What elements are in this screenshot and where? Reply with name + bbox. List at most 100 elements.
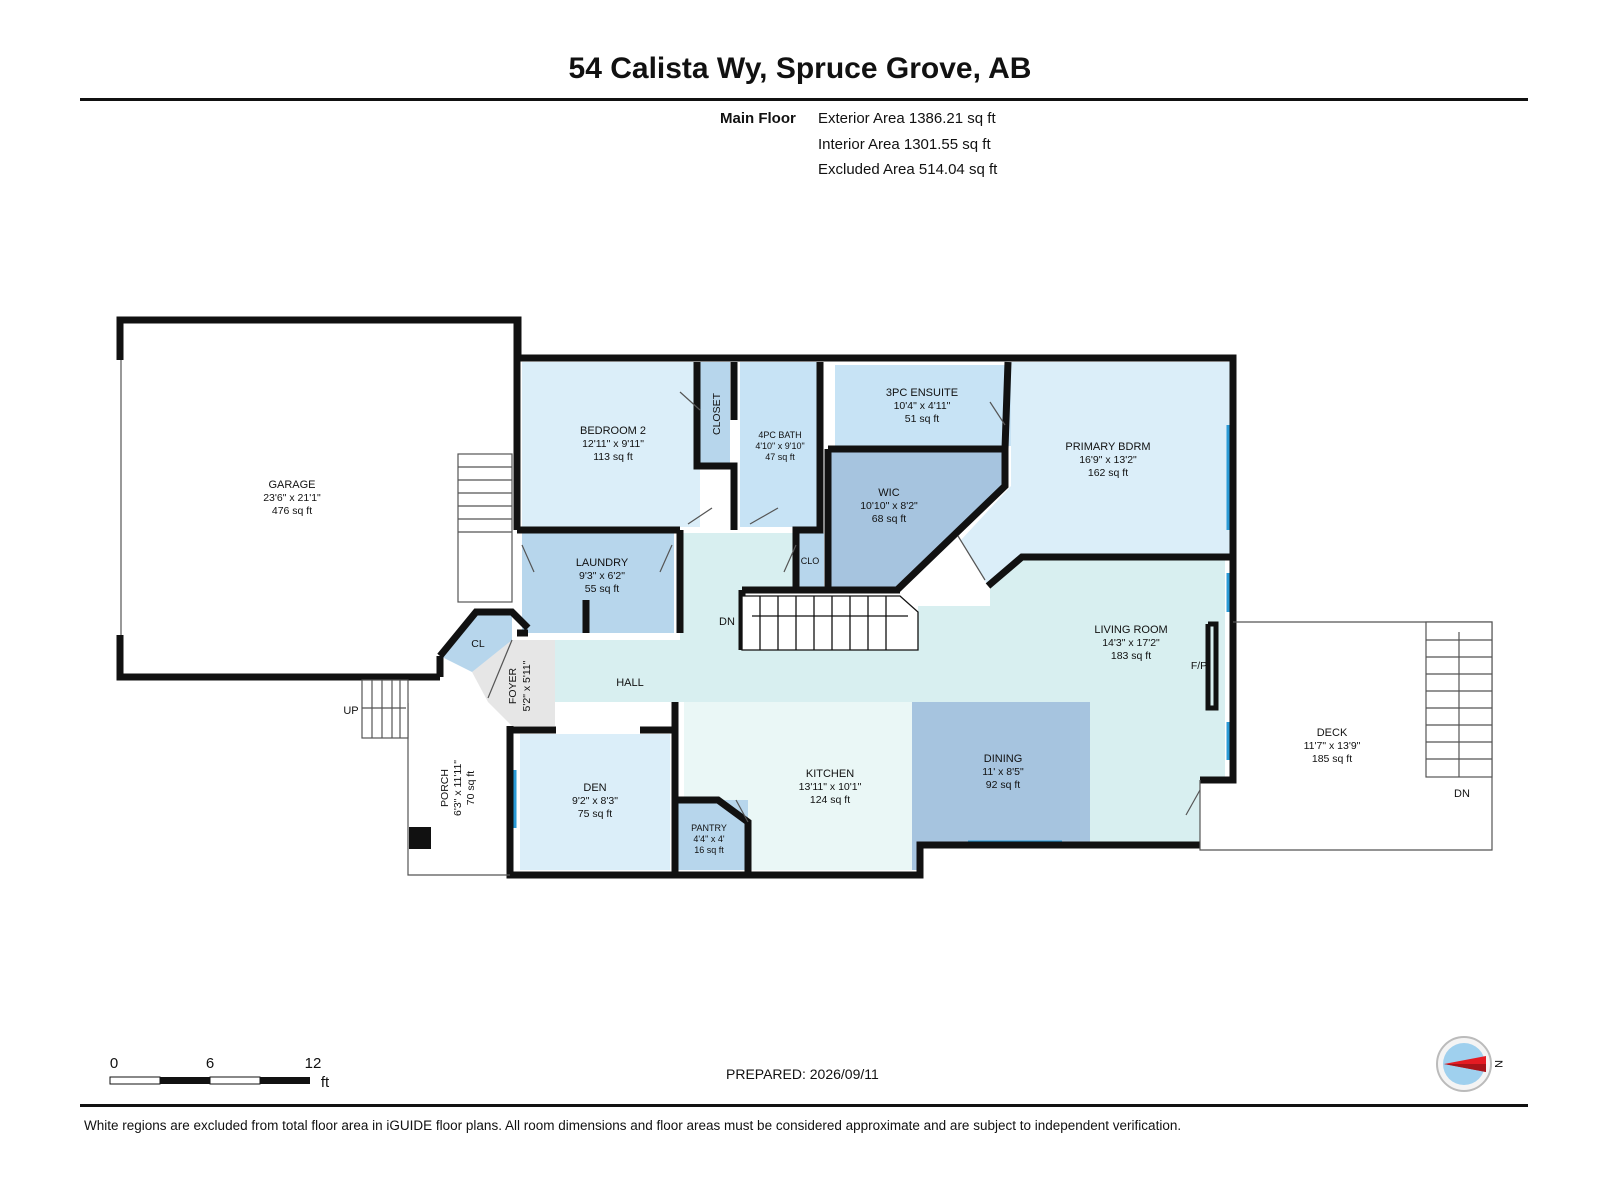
laundry-fill: [522, 533, 674, 633]
room-labels: GARAGE 23'6" x 21'1" 476 sq ft BEDROOM 2…: [263, 387, 1470, 855]
kitchen-dims: 13'11" x 10'1": [799, 781, 862, 793]
primary-area: 162 sq ft: [1088, 467, 1128, 479]
den-name: DEN: [583, 782, 606, 794]
den-fill: [520, 734, 670, 870]
living-area: 183 sq ft: [1111, 650, 1151, 662]
thin-lines: [120, 360, 1493, 876]
interior-area: Interior Area 1301.55 sq ft: [818, 136, 991, 153]
foyer-fill: [472, 640, 555, 726]
garage-fill: [120, 324, 512, 677]
ensuite-fill: [835, 365, 1011, 446]
bedroom2-area: 113 sq ft: [593, 451, 633, 463]
primary-name: PRIMARY BDRM: [1065, 441, 1150, 453]
garage-stairs: [457, 453, 513, 603]
deck-name: DECK: [1317, 727, 1348, 739]
foyer-name: FOYER: [507, 667, 519, 704]
stairs-down-label: DN: [719, 616, 735, 628]
deck-stairs-down-label: DN: [1454, 788, 1470, 800]
fp-name: F/P: [1191, 660, 1207, 672]
porch-area: 70 sq ft: [465, 771, 477, 806]
den-dims: 9'2" x 8'3": [572, 795, 618, 807]
pantry-area: 16 sq ft: [694, 845, 724, 855]
bedroom2-fill: [522, 362, 700, 527]
door-swing: [679, 391, 701, 411]
wic-area: 68 sq ft: [872, 513, 907, 525]
living-dims: 14'3" x 17'2": [1102, 637, 1160, 649]
dining-area: 92 sq ft: [986, 779, 1021, 791]
exterior-area: Exterior Area 1386.21 sq ft: [818, 110, 996, 127]
porch-name: PORCH: [439, 769, 451, 807]
header-rule: [80, 98, 1528, 101]
wall: [517, 354, 1237, 784]
walls: [116, 316, 1237, 879]
main-stairs: [741, 595, 919, 651]
bath-area: 47 sq ft: [765, 452, 795, 462]
wall: [693, 362, 738, 530]
wall: [506, 726, 1200, 879]
ensuite-area: 51 sq ft: [905, 413, 940, 425]
closet-fill: [700, 362, 730, 466]
pantry-name: PANTRY: [691, 823, 727, 833]
clo-fill: [796, 533, 824, 590]
deck-area: 185 sq ft: [1312, 753, 1352, 765]
wic-name: WIC: [878, 487, 899, 499]
room-fills: [120, 324, 1233, 870]
deck-outline: [1199, 621, 1493, 851]
laundry-area: 55 sq ft: [585, 583, 620, 595]
porch-stairs: [361, 679, 409, 739]
scale-tick-0: 0: [110, 1055, 118, 1072]
wall: [985, 553, 1233, 589]
primary-fill: [961, 362, 1233, 586]
disclaimer: White regions are excluded from total fl…: [84, 1118, 1182, 1133]
scale-tick-12: 12: [305, 1055, 322, 1072]
page-title: 54 Calista Wy, Spruce Grove, AB: [568, 52, 1032, 85]
scale-unit: ft: [321, 1074, 330, 1091]
bedroom2-dims: 12'11" x 9'11": [582, 438, 644, 450]
garage-dims: 23'6" x 21'1": [263, 492, 321, 504]
den-area: 75 sq ft: [578, 808, 613, 820]
scale-tick-6: 6: [206, 1055, 214, 1072]
wall: [828, 361, 1012, 453]
dining-name: DINING: [984, 753, 1023, 765]
closet-name: CLOSET: [711, 392, 723, 435]
bath-fill: [740, 362, 820, 527]
porch-dims: 6'3" x 11'11": [452, 760, 464, 816]
pantry-dims: 4'4" x 4': [693, 834, 724, 844]
fireplace: [1205, 621, 1219, 711]
primary-dims: 16'9" x 13'2": [1079, 454, 1137, 466]
ensuite-name: 3PC ENSUITE: [886, 387, 958, 399]
porch-post: [409, 827, 431, 849]
kitchen-name: KITCHEN: [806, 768, 854, 780]
dining-dims: 11' x 8'5": [982, 766, 1024, 778]
dining-fill: [912, 702, 1090, 870]
ensuite-dims: 10'4" x 4'11": [894, 400, 951, 412]
deck-dims: 11'7" x 13'9": [1304, 740, 1361, 752]
floor-label: Main Floor: [720, 110, 796, 127]
garage-area: 476 sq ft: [272, 505, 312, 517]
clo-name: CLO: [801, 556, 820, 566]
footer-rule: [80, 1104, 1528, 1107]
foyer-dims: 5'2" x 5'11": [521, 660, 533, 711]
excluded-area: Excluded Area 514.04 sq ft: [818, 161, 998, 178]
compass-label: N: [1492, 1060, 1504, 1068]
scale-bar: 0 6 12 ft: [109, 1055, 330, 1091]
wall: [675, 796, 752, 875]
wic-dims: 10'10" x 8'2": [860, 500, 918, 512]
hall-name: HALL: [616, 677, 644, 689]
bedroom2-name: BEDROOM 2: [580, 425, 646, 437]
bath-dims: 4'10" x 9'10": [755, 441, 804, 451]
laundry-name: LAUNDRY: [576, 557, 629, 569]
prepared-date: PREPARED: 2026/09/11: [726, 1066, 879, 1082]
cl-name: CL: [471, 638, 485, 650]
compass-icon: N: [1436, 1036, 1504, 1092]
wall: [437, 608, 531, 659]
living-fill: [990, 557, 1225, 845]
living-name: LIVING ROOM: [1094, 624, 1167, 636]
garage-name: GARAGE: [268, 479, 315, 491]
laundry-dims: 9'3" x 6'2": [579, 570, 625, 582]
porch-outline: [407, 703, 510, 876]
wall: [116, 635, 440, 681]
wic-fill: [828, 452, 1005, 590]
stairs-up-label: UP: [343, 705, 358, 717]
